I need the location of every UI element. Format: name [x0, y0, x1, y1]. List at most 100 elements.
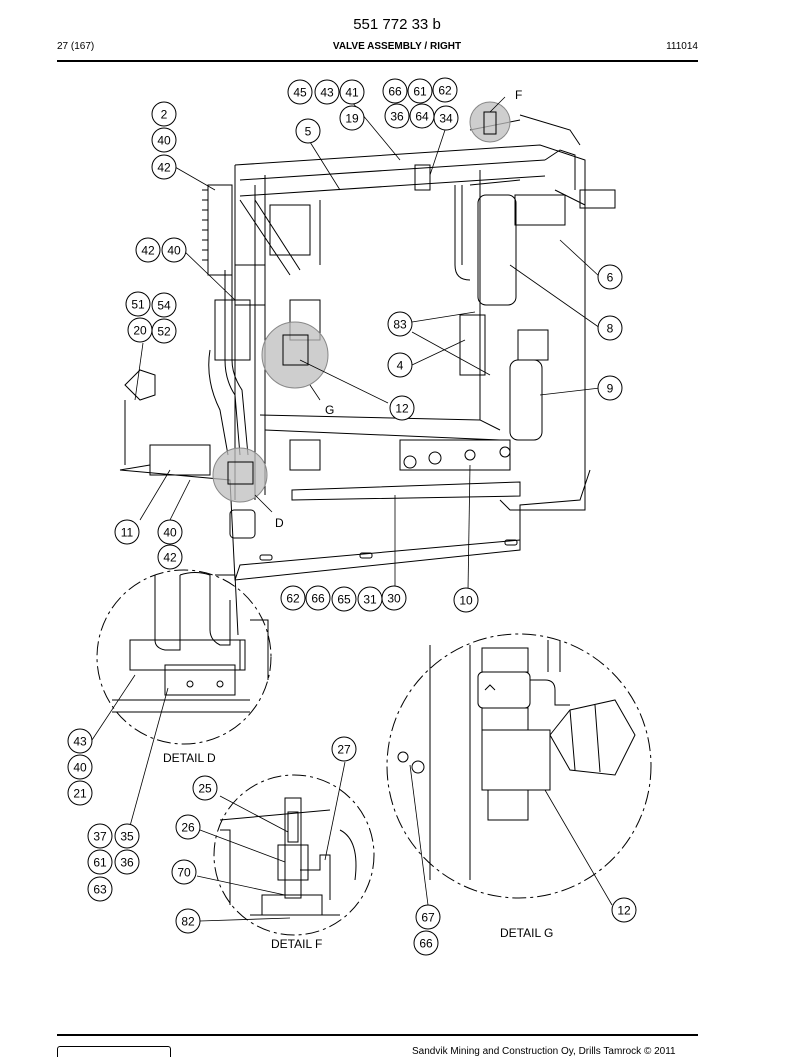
view-marker-f: F: [515, 88, 523, 102]
callout-27: 27: [331, 736, 357, 762]
callout-20: 20: [127, 317, 153, 343]
callout-54: 54: [151, 292, 177, 318]
callout-number: 41: [345, 86, 359, 100]
callout-number: 61: [93, 856, 107, 870]
callout-number: 62: [438, 84, 452, 98]
callout-10: 10: [453, 587, 479, 613]
callout-36: 36: [384, 103, 410, 129]
view-marker-g: G: [325, 403, 335, 417]
callout-number: 40: [163, 526, 177, 540]
callout-number: 40: [157, 134, 171, 148]
callout-42: 42: [135, 237, 161, 263]
callout-40: 40: [67, 754, 93, 780]
callout-36: 36: [114, 849, 140, 875]
callout-21: 21: [67, 780, 93, 806]
detail-d-label: DETAIL D: [163, 751, 216, 765]
callout-11: 11: [114, 519, 140, 545]
callout-number: 5: [305, 125, 312, 139]
callout-40: 40: [161, 237, 187, 263]
callout-number: 45: [293, 86, 307, 100]
callout-number: 70: [177, 866, 191, 880]
callout-64: 64: [409, 103, 435, 129]
callout-number: 35: [120, 830, 134, 844]
callout-51: 51: [125, 291, 151, 317]
callout-number: 21: [73, 787, 87, 801]
callout-63: 63: [87, 876, 113, 902]
callout-82: 82: [175, 908, 201, 934]
callout-number: 20: [133, 324, 147, 338]
callout-number: 4: [397, 359, 404, 373]
callout-83: 83: [387, 311, 413, 337]
callout-number: 42: [157, 161, 171, 175]
callout-66: 66: [305, 585, 331, 611]
callout-12: 12: [389, 395, 415, 421]
page-reference: 27 (167): [57, 41, 95, 52]
section-title: VALVE ASSEMBLY / RIGHT: [332, 41, 462, 52]
callout-number: 26: [181, 821, 195, 835]
callout-25: 25: [192, 775, 218, 801]
sandvik-logo: [57, 1046, 171, 1057]
detail-f-label: DETAIL F: [271, 937, 323, 951]
callout-12: 12: [611, 897, 637, 923]
callout-number: 10: [459, 594, 473, 608]
document-number: 551 772 33 b: [353, 16, 441, 33]
callout-number: 34: [439, 112, 453, 126]
callout-number: 30: [387, 592, 401, 606]
callout-number: 6: [607, 271, 614, 285]
date-code: 111014: [666, 41, 698, 52]
callout-61: 61: [87, 849, 113, 875]
callout-number: 25: [198, 782, 212, 796]
callout-6: 6: [597, 264, 623, 290]
callout-number: 2: [161, 108, 168, 122]
callout-number: 19: [345, 112, 359, 126]
callout-number: 40: [73, 761, 87, 775]
callout-number: 9: [607, 382, 614, 396]
callout-42: 42: [151, 154, 177, 180]
callout-number: 65: [337, 593, 351, 607]
callout-43: 43: [67, 728, 93, 754]
callout-number: 62: [286, 592, 300, 606]
view-marker-d: D: [275, 516, 284, 530]
callout-number: 43: [320, 86, 334, 100]
callout-70: 70: [171, 859, 197, 885]
callout-26: 26: [175, 814, 201, 840]
callout-number: 61: [413, 85, 427, 99]
footer-rule: [57, 1034, 698, 1036]
callout-4: 4: [387, 352, 413, 378]
callout-number: 37: [93, 830, 107, 844]
callout-number: 27: [337, 743, 351, 757]
callout-number: 31: [363, 593, 377, 607]
callout-number: 12: [395, 402, 409, 416]
callout-43: 43: [314, 79, 340, 105]
callout-number: 66: [311, 592, 325, 606]
callout-52: 52: [151, 318, 177, 344]
callout-number: 64: [415, 110, 429, 124]
callout-number: 36: [390, 110, 404, 124]
callout-41: 41: [339, 79, 365, 105]
callout-number: 42: [163, 551, 177, 565]
callout-number: 66: [388, 85, 402, 99]
callout-8: 8: [597, 315, 623, 341]
callout-65: 65: [331, 586, 357, 612]
callout-number: 36: [120, 856, 134, 870]
callout-number: 12: [617, 904, 631, 918]
callout-number: 54: [157, 299, 171, 313]
callout-67: 67: [415, 904, 441, 930]
callout-number: 43: [73, 735, 87, 749]
callout-number: 8: [607, 322, 614, 336]
callout-40: 40: [151, 127, 177, 153]
callout-34: 34: [433, 105, 459, 131]
callout-61: 61: [407, 78, 433, 104]
callout-number: 40: [167, 244, 181, 258]
callout-35: 35: [114, 823, 140, 849]
callout-number: 67: [421, 911, 435, 925]
callout-9: 9: [597, 375, 623, 401]
callout-62: 62: [280, 585, 306, 611]
callout-number: 42: [141, 244, 155, 258]
callout-number: 83: [393, 318, 407, 332]
callout-31: 31: [357, 586, 383, 612]
callout-5: 5: [295, 118, 321, 144]
callout-37: 37: [87, 823, 113, 849]
detail-g-label: DETAIL G: [500, 926, 554, 940]
callout-42: 42: [157, 544, 183, 570]
